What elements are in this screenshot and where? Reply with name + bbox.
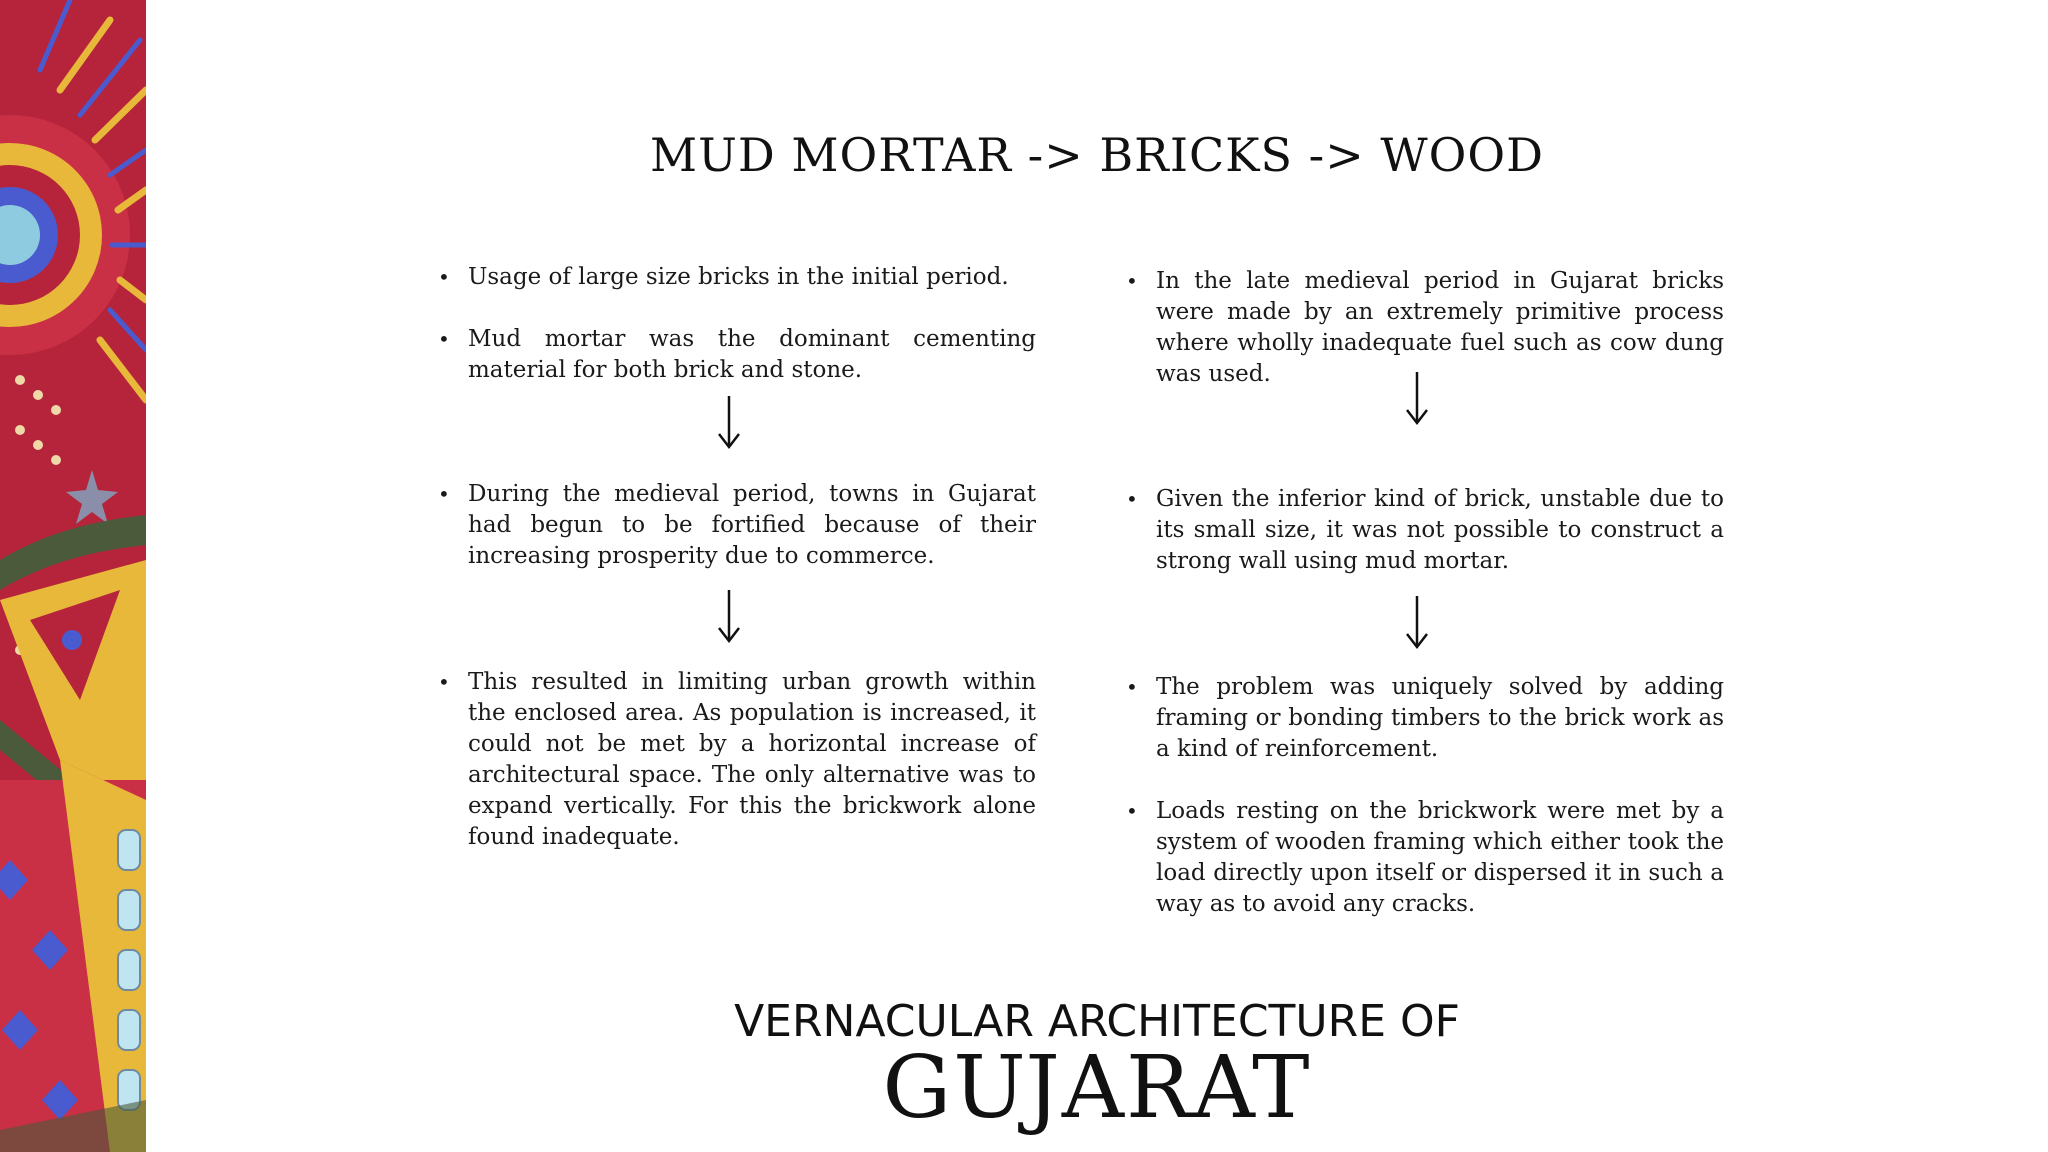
list-item: Loads resting on the brickwork were met … — [1126, 796, 1724, 920]
embroidery-pattern-icon — [0, 0, 146, 1152]
arrow-down-icon — [1406, 372, 1428, 426]
bullet-text: Mud mortar was the dominant cementing ma… — [468, 326, 1036, 383]
bullet-text: This resulted in limiting urban growth w… — [468, 669, 1036, 850]
list-item: Mud mortar was the dominant cementing ma… — [438, 324, 1036, 386]
list-item: Given the inferior kind of brick, unstab… — [1126, 484, 1724, 577]
arrow-down-icon — [718, 590, 740, 644]
bullet-text: Usage of large size bricks in the initia… — [468, 264, 1009, 290]
list-item: During the medieval period, towns in Guj… — [438, 479, 1036, 572]
list-item: This resulted in limiting urban growth w… — [438, 667, 1036, 853]
bullet-text: The problem was uniquely solved by addin… — [1156, 674, 1724, 762]
bullet-text: During the medieval period, towns in Guj… — [468, 481, 1036, 569]
bullet-text: Loads resting on the brickwork were met … — [1156, 798, 1724, 917]
embroidery-side-strip — [0, 0, 146, 1152]
list-item: In the late medieval period in Gujarat b… — [1126, 266, 1724, 390]
bullet-text: In the late medieval period in Gujarat b… — [1156, 268, 1724, 387]
list-item: The problem was uniquely solved by addin… — [1126, 672, 1724, 765]
arrow-down-icon — [1406, 596, 1428, 650]
slide-title: MUD MORTAR -> BRICKS -> WOOD — [650, 128, 1544, 182]
footer-subtitle: VERNACULAR ARCHITECTURE OF — [734, 996, 1460, 1047]
bullet-text: Given the inferior kind of brick, unstab… — [1156, 486, 1724, 574]
arrow-down-icon — [718, 396, 740, 450]
list-item: Usage of large size bricks in the initia… — [438, 262, 1036, 293]
footer-title: GUJARAT — [882, 1038, 1312, 1138]
